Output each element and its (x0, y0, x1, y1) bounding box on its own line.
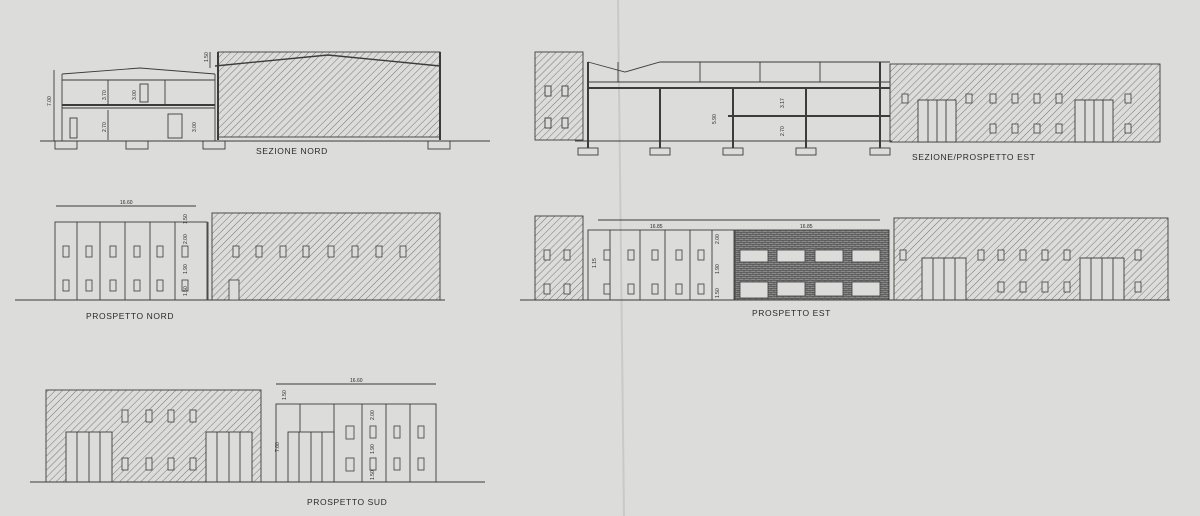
label-sezione-prospetto-est: SEZIONE/PROSPETTO EST (912, 152, 1035, 162)
dim-nord-height-2: 2.00 (183, 234, 189, 244)
dim-nord-width: 16.60 (120, 200, 133, 206)
label-prospetto-est: PROSPETTO EST (752, 308, 831, 318)
sud-windows (121, 409, 425, 472)
dim-sud-height-1: 1.50 (282, 390, 288, 400)
dim-nord-height-1: 1.50 (183, 214, 189, 224)
dim-est-height-2: 1.90 (715, 264, 721, 274)
est-windows (543, 249, 1142, 299)
dim-est-width-1: 16.85 (650, 224, 663, 230)
dim-sud-height-4: 1.50 (370, 470, 376, 480)
dim-est-height-3: 1.50 (715, 288, 721, 298)
dim-sud-height-3: 1.90 (370, 444, 376, 454)
nord-windows (62, 245, 407, 301)
fold-line (617, 0, 625, 516)
dim-sezione-est-level-2: 2.70 (780, 126, 786, 136)
dim-sud-height-2: 2.00 (370, 410, 376, 420)
dim-sud-width: 16.60 (350, 378, 363, 384)
label-prospetto-nord: PROSPETTO NORD (86, 311, 174, 321)
dim-sezione-nord-total: 7.00 (47, 96, 53, 106)
dim-sezione-nord-level-1: 3.70 (102, 90, 108, 100)
sezione-nord (40, 51, 490, 150)
dim-sezione-est-total: 5.90 (712, 114, 718, 124)
dim-sezione-nord-level-2: 3.00 (132, 90, 138, 100)
dim-est-width-2: 16.85 (800, 224, 813, 230)
dim-est-total: 1.15 (592, 258, 598, 268)
sezione-prospetto-est (534, 51, 1161, 156)
dim-sezione-nord-parapet: 1.50 (204, 52, 210, 62)
prospetto-sud (30, 383, 485, 483)
dim-est-height-1: 2.00 (715, 234, 721, 244)
prospetto-est (520, 215, 1170, 301)
dim-nord-height-3: 1.90 (183, 264, 189, 274)
dim-nord-height-4: 1.50 (183, 286, 189, 296)
label-sezione-nord: SEZIONE NORD (256, 146, 328, 156)
label-prospetto-sud: PROSPETTO SUD (307, 497, 387, 507)
dim-sud-total: 7.00 (275, 442, 281, 452)
dim-sezione-nord-level-3: 2.70 (102, 122, 108, 132)
est-section-windows (901, 93, 1132, 134)
dim-sezione-nord-level-4: 3.00 (192, 122, 198, 132)
dim-sezione-est-level-1: 3.17 (780, 98, 786, 108)
